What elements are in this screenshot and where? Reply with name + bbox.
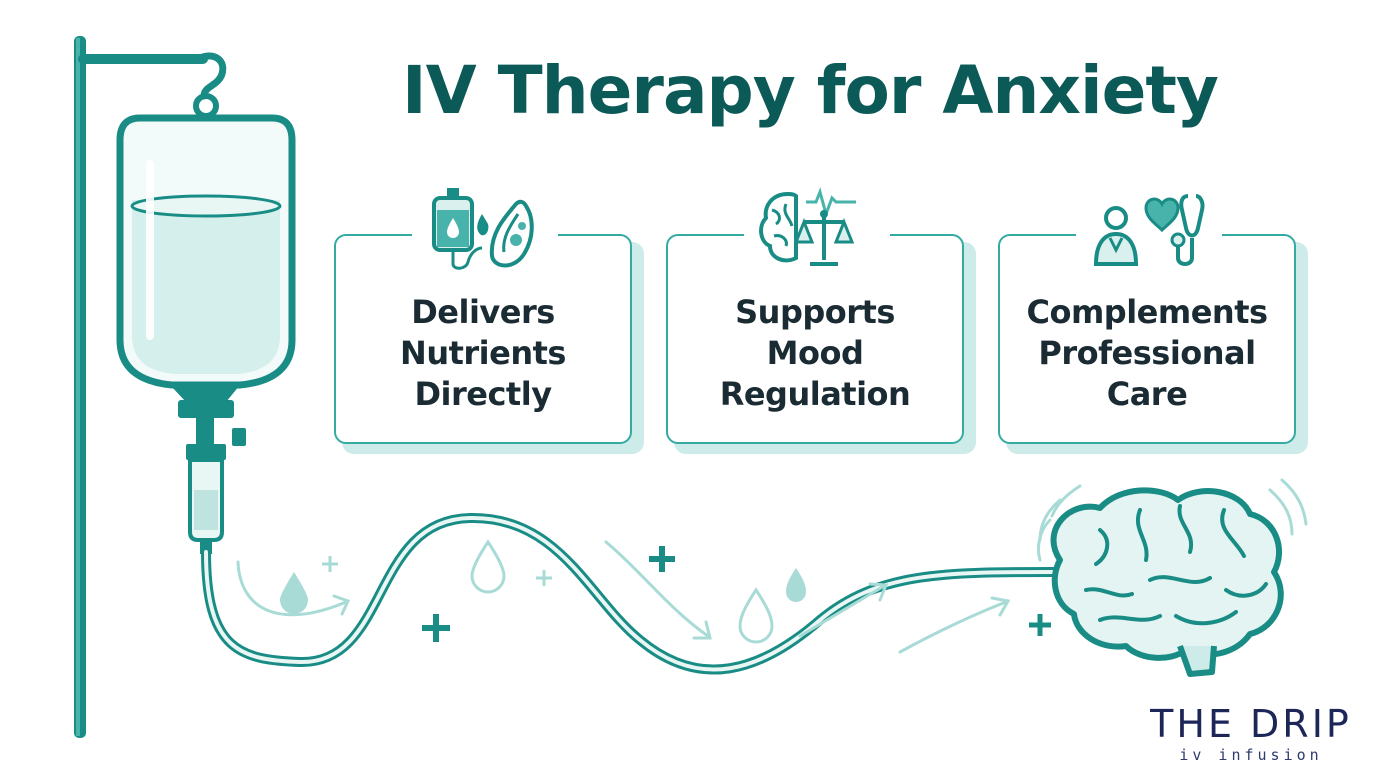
brain-scale-icon [759,187,856,266]
iv-bag [116,93,296,554]
logo-tagline: iv infusion [1179,746,1323,764]
card-delivers-nutrients: Delivers Nutrients Directly [334,188,632,444]
card-label-line: Directly [414,375,552,413]
card-label-line: Delivers [411,293,555,331]
brain-illustration [1036,478,1308,677]
doctor-heart-stethoscope-icon [1093,194,1205,266]
card-label: Supports Mood Regulation [678,292,952,415]
card-label-line: Care [1106,375,1188,413]
card-label-line: Nutrients [400,334,566,372]
flow-arrows [236,540,1011,654]
card-supports-mood: Supports Mood Regulation [666,187,964,444]
card-label: Delivers Nutrients Directly [346,292,620,415]
iv-bag-cell-icon [432,188,534,270]
card-label-line: Regulation [719,375,911,413]
card-label-line: Mood [766,334,864,372]
page-title: IV Therapy for Anxiety [402,52,1219,129]
card-label-line: Professional [1038,334,1256,372]
card-complements-care: Complements Professional Care [998,194,1296,444]
card-label: Complements Professional Care [1010,292,1284,415]
plus-signs [322,546,1051,642]
iv-tube [201,512,1075,675]
iv-pole [74,36,227,738]
card-label-line: Supports [735,293,895,331]
card-label-line: Complements [1026,293,1268,331]
logo-wordmark: THE DRIP [1150,702,1352,746]
droplets [280,539,806,644]
brand-logo: THE DRIP iv infusion [1128,702,1374,764]
